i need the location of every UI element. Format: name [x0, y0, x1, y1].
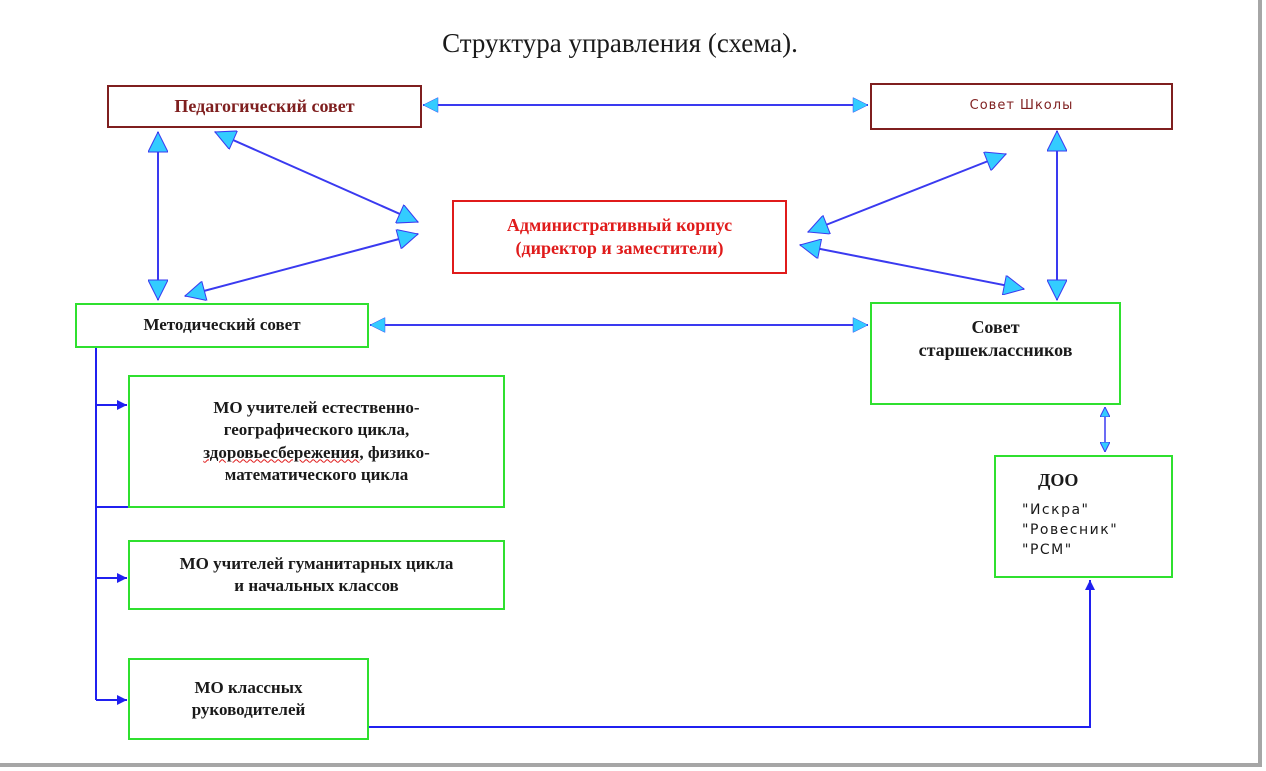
doo-list: "Искра" "Ровесник" "РСМ" [1022, 500, 1118, 560]
mo1-line-3a: здоровьесбережения [203, 442, 360, 462]
diagram-title: Структура управления (схема). [442, 28, 798, 58]
node-sovet-shkoly: Совет Школы [870, 83, 1173, 130]
arrow-ped-admin [215, 132, 418, 222]
node-mo-klassnyh: МО классных руководителей [128, 658, 369, 740]
arrow-shkola-admin [808, 154, 1006, 232]
doo-item-iskra: "Искра" [1022, 502, 1090, 518]
arrow-met-admin [185, 234, 418, 296]
mo1-line-3: здоровьесбережения, физико- [203, 442, 430, 464]
mo1-line-4: математического цикла [224, 464, 409, 484]
doo-title: ДОО [1038, 470, 1079, 490]
arrow-mo3-doo [369, 580, 1095, 728]
node-mo-estestvenno: МО учителей естественно- географического… [128, 375, 505, 508]
doo-item-rovesnik: "Ровесник" [1022, 522, 1119, 538]
node-admin-korpus: Административный корпус (директор и заме… [452, 200, 787, 274]
admin-line-1: Административный корпус [506, 214, 733, 235]
mo2-line-2: и начальных классов [234, 576, 399, 595]
sovet-star-line-2: старшеклассников [918, 340, 1073, 361]
mo1-line-1: МО учителей естественно- [213, 398, 420, 418]
node-doo: ДОО "Искра" "Ровесник" "РСМ" [994, 455, 1173, 578]
mo1-line-3b: , физико- [359, 442, 430, 462]
mo1-line-2: географического цикла, [223, 420, 410, 440]
mo2-line-1: МО учителей гуманитарных цикла [179, 553, 454, 573]
sovet-star-line-1: Совет [971, 317, 1020, 337]
arrow-star-admin [800, 245, 1024, 289]
mo3-line-1: МО классных [194, 677, 303, 697]
node-ped-sovet: Педагогический совет [107, 85, 422, 128]
admin-line-2: (директор и заместители) [515, 238, 724, 258]
node-mo-gumanitarnyh: МО учителей гуманитарных цикла и начальн… [128, 540, 505, 610]
node-sovet-starsheklassnikov: Совет старшеклассников [870, 302, 1121, 405]
mo3-line-2: руководителей [191, 700, 306, 719]
node-met-sovet: Методический совет [75, 303, 369, 348]
doo-item-rsm: "РСМ" [1022, 542, 1073, 558]
